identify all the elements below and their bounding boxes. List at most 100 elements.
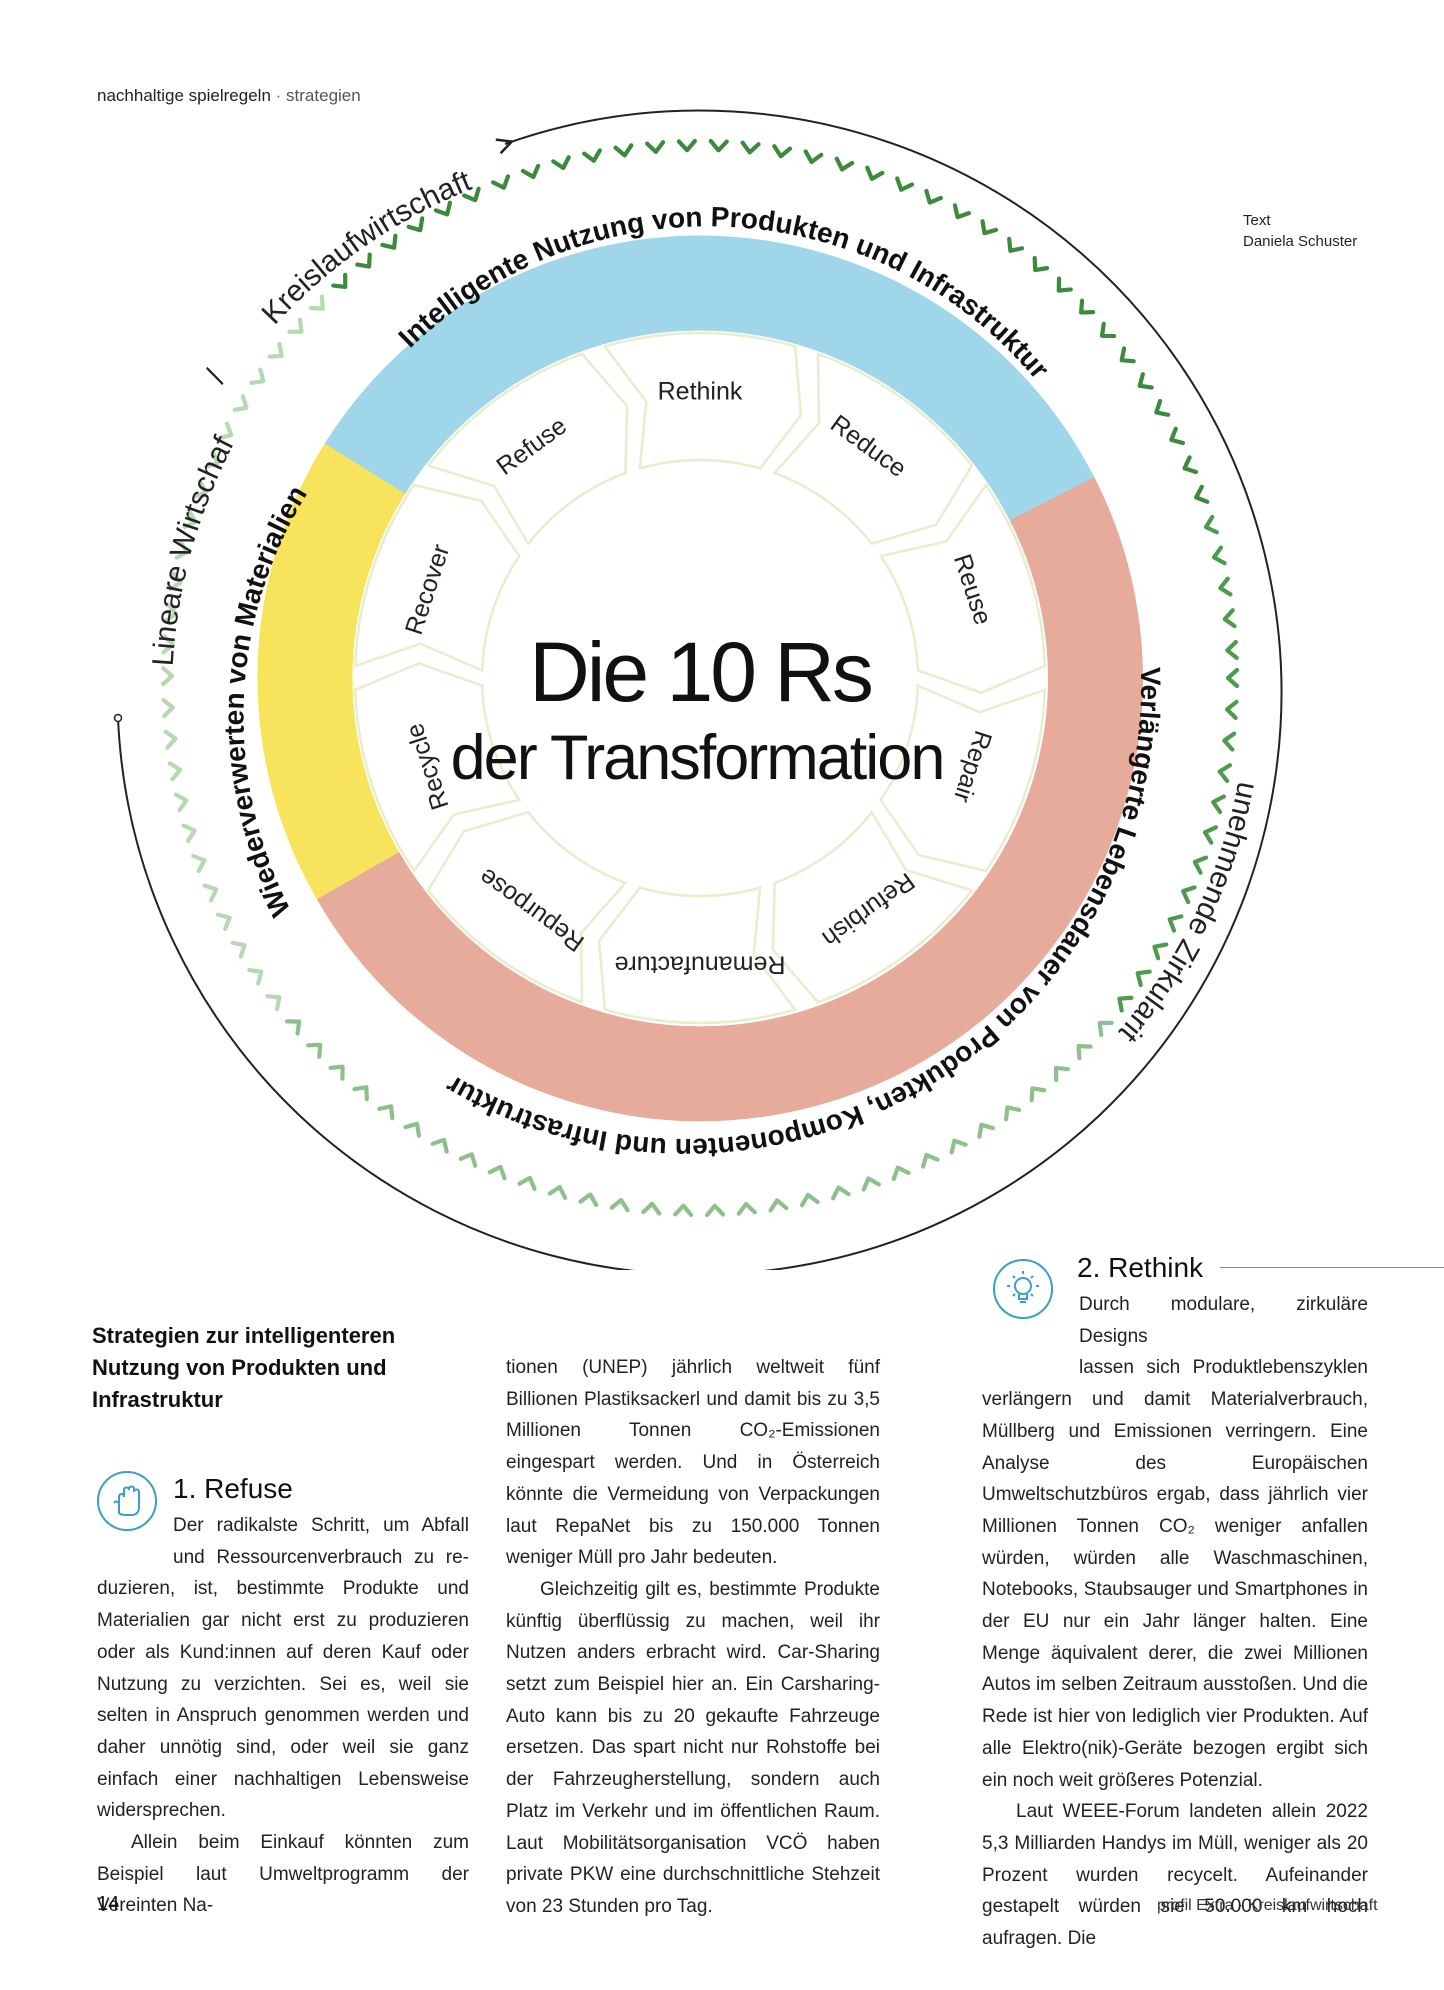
chevron-arrow [202, 883, 219, 903]
col3-paragraph1: verlängern und damit Materialverbrauch, … [982, 1389, 1368, 1791]
chevron-arrow [173, 792, 189, 813]
chevron-arrow [1154, 398, 1171, 417]
chevron-arrow [861, 1176, 881, 1192]
chevron-arrow [308, 294, 325, 311]
column-1: Der radikalste Schritt, um Abfall und Re… [97, 1510, 469, 1922]
ten-rs-diagram: RethinkReduceReuseRepairRefurbishRemanuf… [0, 100, 1283, 1270]
chevron-arrow [1202, 825, 1219, 845]
chevron-arrow [736, 1201, 757, 1216]
strategy-arrow [597, 885, 798, 1025]
outer-cycle-arc [117, 109, 1283, 1270]
col3-line1: Durch modulare, zirkuläre Designs [1079, 1294, 1368, 1347]
chevron-arrow [645, 140, 666, 154]
chevron-arrow [1211, 545, 1227, 566]
chevron-arrow [267, 341, 284, 359]
chevron-arrow [977, 1122, 996, 1139]
strategy-arrow [771, 809, 975, 1004]
chevron-arrow [1152, 942, 1169, 961]
colored-ring [257, 235, 1143, 1122]
chevron-arrow [462, 186, 481, 203]
column-2: tionen (UNEP) jährlich weltweit fünf Bil… [506, 1352, 880, 1923]
chevron-arrow [578, 1192, 599, 1208]
chevron-arrow [803, 149, 824, 165]
chevron-arrow [182, 509, 198, 529]
col1-paragraph1: duzieren, ist, bestimmte Produkte und Ma… [97, 1578, 469, 1822]
chevron-arrow [458, 1152, 478, 1168]
chevron-arrow [704, 1203, 726, 1218]
strategy-arrow [602, 331, 803, 471]
chevron-arrow [406, 216, 425, 233]
chevron-arrow [161, 697, 175, 719]
strategy-arrow [353, 483, 521, 673]
chevron-arrow [380, 233, 398, 250]
chevron-arrow [1192, 855, 1209, 875]
strategy-arrow [772, 352, 974, 546]
chevron-arrow [352, 1085, 369, 1102]
lightbulb-icon [993, 1259, 1053, 1319]
chevron-arrow [181, 823, 197, 844]
chevron-arrow [355, 252, 372, 269]
chevron-arrow [1222, 608, 1237, 629]
chevron-arrow [1053, 1065, 1071, 1083]
col1-paragraph2: Allein beim Einkauf könnten zum Beispiel… [97, 1832, 469, 1917]
chevron-arrow [487, 1164, 507, 1181]
chevron-arrow [265, 994, 282, 1012]
chevron-arrow [830, 1185, 851, 1201]
chevron-arrow [1079, 298, 1096, 315]
chevron-arrow [160, 665, 175, 687]
header-subsection: strategien [286, 86, 361, 105]
strategy-label-remanufacture: Remanufacture [615, 950, 786, 978]
chevron-arrow [520, 163, 541, 180]
page-number: 14 [97, 1893, 120, 1915]
chevron-arrow [952, 203, 972, 220]
chevron-arrow [1167, 914, 1184, 933]
chevron-arrow [1007, 236, 1025, 253]
chevron-arrow [287, 317, 304, 334]
chevron-arrow [949, 1138, 968, 1155]
chevron-ring [160, 138, 1240, 1218]
chevron-arrow [204, 450, 220, 469]
chevron-arrow [1137, 372, 1154, 390]
article-subhead: Strategien zur intelligenteren Nutzung v… [92, 1323, 396, 1412]
credit-label: Text [1243, 212, 1271, 229]
chevron-arrow [306, 1042, 323, 1059]
author-credit: Text Daniela Schuster [1243, 210, 1357, 252]
chevron-arrow [582, 148, 602, 163]
ring-segment-blue [324, 235, 1095, 521]
header-section: nachhaltige spielregeln [97, 86, 271, 105]
col3-paragraph2: Laut WEEE-Forum landeten allein 2022 5,3… [982, 1801, 1368, 1950]
chevron-arrow [491, 174, 511, 190]
chevron-arrow [215, 912, 232, 931]
chevron-arrow [1076, 1044, 1093, 1061]
chevron-arrow [924, 188, 943, 205]
chevron-arrow [1225, 639, 1239, 661]
chevron-arrow [1182, 455, 1199, 475]
chevron-arrow [247, 967, 264, 986]
col2-paragraph1: tionen (UNEP) jährlich weltweit fünf Bil… [506, 1357, 880, 1569]
chevron-arrow [1218, 576, 1233, 597]
chevron-arrow [1211, 794, 1226, 815]
strategy-arrows [353, 331, 1047, 1025]
chevron-arrow [377, 1104, 395, 1121]
strategy-arrow [353, 661, 522, 874]
chevron-arrow [1032, 255, 1050, 273]
col2-paragraph2: Gleichzeitig gilt es, bestimmte Produkte… [506, 1578, 880, 1917]
section-title-rethink: 2. Rethink [1077, 1252, 1204, 1283]
chevron-arrow [1222, 731, 1237, 752]
chevron-arrow [609, 1197, 630, 1213]
ring-segment-red [316, 470, 1143, 1122]
chevron-arrow [174, 540, 190, 560]
chevron-arrow [249, 367, 266, 385]
diagram-title-line1: Die 10 Rs [529, 625, 871, 719]
chevron-arrow [895, 176, 915, 192]
chevron-arrow [163, 602, 179, 623]
outer-label-slash: / [199, 364, 232, 388]
chevron-arrow [284, 1019, 302, 1036]
chevron-arrow [980, 219, 999, 236]
section-title-refuse: 1. Refuse [173, 1473, 293, 1504]
chevron-arrow [403, 1121, 422, 1138]
strategy-arrow [878, 482, 1047, 695]
col1-line1: Der radikalste Schritt, um Abfall [173, 1515, 469, 1536]
strategy-arrow [426, 810, 628, 1004]
chevron-arrow [328, 1064, 345, 1081]
